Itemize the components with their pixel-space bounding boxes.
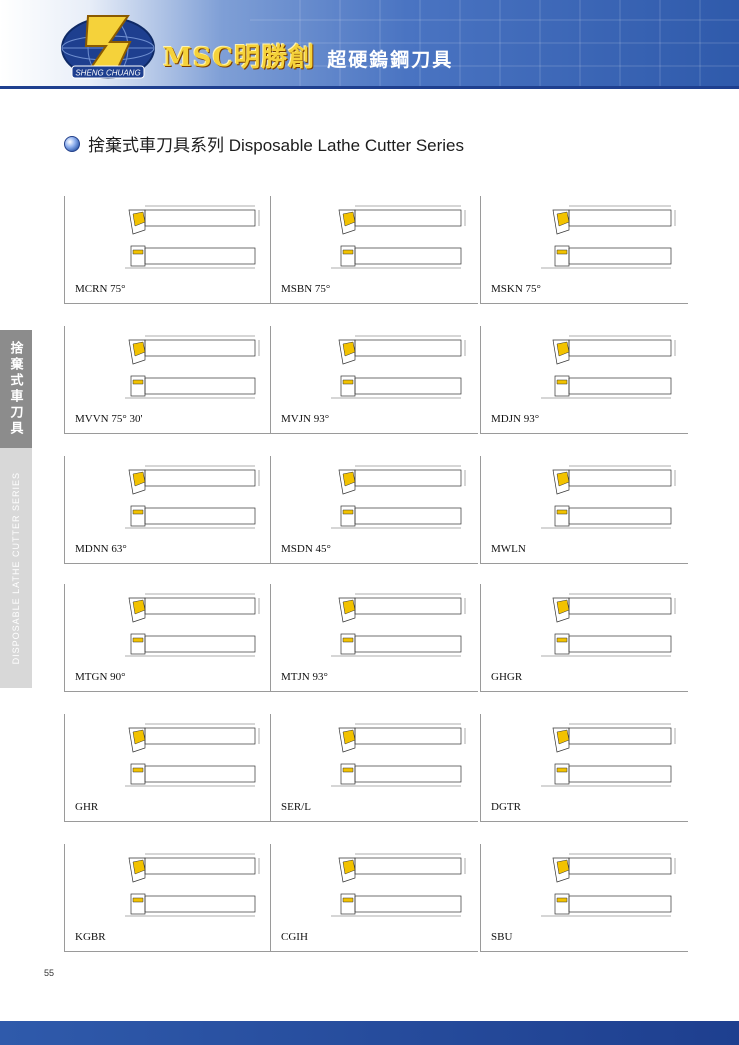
tool-drawing [331,465,466,529]
section-title: 捨棄式車刀具系列 Disposable Lathe Cutter Series [64,131,464,156]
product-card: MCRN 75° [64,196,272,304]
product-card: SBU [480,844,688,952]
tool-drawing [331,593,466,657]
product-label: DGTR [491,801,521,813]
brand-subtitle: 超硬鎢鋼刀具 [327,50,454,71]
footer-band [0,1021,739,1045]
product-card: MWLN [480,456,688,564]
tool-drawing [125,853,260,917]
tool-drawing [331,853,466,917]
product-card: MVVN 75° 30' [64,326,272,434]
product-label: MDNN 63° [75,543,127,555]
tool-drawing [125,335,260,399]
product-card: MSDN 45° [270,456,478,564]
tool-drawing [541,853,676,917]
product-label: MDJN 93° [491,413,540,425]
product-card: CGIH [270,844,478,952]
product-card: GHR [64,714,272,822]
tool-drawing [541,205,676,269]
product-label: MSDN 45° [281,543,331,555]
tool-drawing [331,205,466,269]
product-card: KGBR [64,844,272,952]
header-band: SHENG CHUANG MSC明勝創 超硬鎢鋼刀具 [0,0,739,89]
product-label: GHR [75,801,99,813]
bullet-icon [64,135,80,152]
tool-drawing [331,335,466,399]
product-label: KGBR [75,931,106,943]
product-card: DGTR [480,714,688,822]
product-label: MSKN 75° [491,283,541,295]
product-label: MVJN 93° [281,413,330,425]
tool-drawing [125,593,260,657]
product-card: MDJN 93° [480,326,688,434]
product-card: MSKN 75° [480,196,688,304]
product-card: MTGN 90° [64,584,272,692]
tool-drawing [125,723,260,787]
product-label: CGIH [281,931,308,943]
side-tab-en-text: DISPOSABLE LATHE CUTTER SERIES [11,471,21,665]
product-card: MVJN 93° [270,326,478,434]
product-label: SER/L [281,801,311,813]
product-card: MTJN 93° [270,584,478,692]
product-label: MTJN 93° [281,671,328,683]
brand-name: MSC明勝創 [163,43,316,73]
product-label: MVVN 75° 30' [75,413,143,425]
tool-drawing [541,723,676,787]
side-tab-chinese: 捨棄式車刀具 [0,330,32,448]
product-label: MSBN 75° [281,283,331,295]
product-label: MCRN 75° [75,283,126,295]
product-label: MWLN [491,543,526,555]
header-decoration [250,0,739,86]
tool-drawing [541,593,676,657]
tool-drawing [331,723,466,787]
side-tab: 捨棄式車刀具 DISPOSABLE LATHE CUTTER SERIES [0,330,32,688]
product-card: GHGR [480,584,688,692]
logo-text: SHENG CHUANG [75,69,140,78]
tool-drawing [541,465,676,529]
tool-drawing [125,205,260,269]
product-label: SBU [491,931,513,943]
tool-drawing [541,335,676,399]
brand-block: MSC明勝創 超硬鎢鋼刀具 [163,37,453,73]
product-card: SER/L [270,714,478,822]
product-label: MTGN 90° [75,671,126,683]
section-title-text: 捨棄式車刀具系列 Disposable Lathe Cutter Series [88,136,465,155]
product-card: MSBN 75° [270,196,478,304]
side-tab-english: DISPOSABLE LATHE CUTTER SERIES [0,448,32,688]
company-logo: SHENG CHUANG [61,15,155,79]
tool-drawing [125,465,260,529]
product-label: GHGR [491,671,523,683]
product-card: MDNN 63° [64,456,272,564]
side-tab-zh-text: 捨棄式車刀具 [8,341,24,437]
page-number: 55 [44,968,55,978]
